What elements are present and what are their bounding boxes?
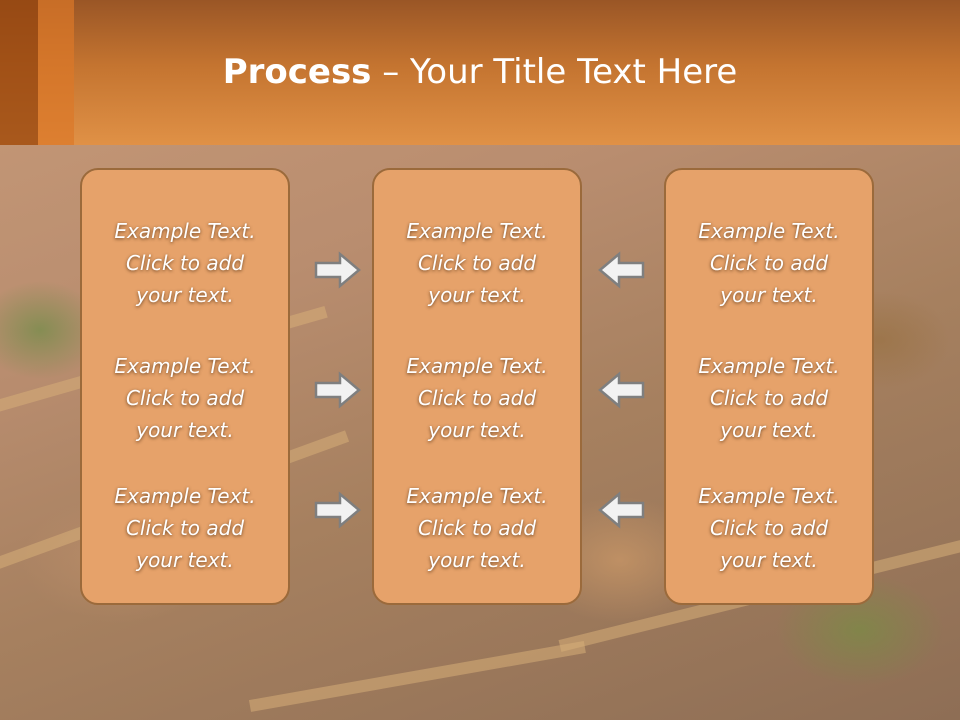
text-block[interactable]: Example Text. Click to add your text. (82, 215, 288, 311)
text-line: Example Text. (406, 354, 548, 378)
header-accent-bar (0, 0, 38, 145)
text-line: Example Text. (114, 484, 256, 508)
text-line: your text. (720, 283, 818, 307)
arrow-left-icon[interactable] (597, 371, 645, 409)
text-line: Example Text. (698, 354, 840, 378)
text-line: Click to add (125, 251, 245, 275)
text-line: Click to add (709, 251, 829, 275)
text-line: Click to add (125, 516, 245, 540)
text-line: Example Text. (406, 484, 548, 508)
arrow-right-icon[interactable] (314, 371, 362, 409)
header-accent-bar (38, 0, 74, 145)
process-box-center[interactable]: Example Text. Click to add your text. Ex… (372, 168, 582, 605)
slide-title[interactable]: Process – Your Title Text Here (0, 52, 960, 92)
text-line: your text. (136, 418, 234, 442)
text-line: your text. (428, 418, 526, 442)
process-box-left[interactable]: Example Text. Click to add your text. Ex… (80, 168, 290, 605)
text-line: your text. (428, 548, 526, 572)
text-line: your text. (720, 418, 818, 442)
text-line: Example Text. (698, 219, 840, 243)
title-bold: Process (222, 52, 372, 92)
text-line: Click to add (125, 386, 245, 410)
text-line: your text. (720, 548, 818, 572)
title-bar: Process – Your Title Text Here (0, 0, 960, 145)
text-block[interactable]: Example Text. Click to add your text. (374, 350, 580, 446)
text-line: Click to add (709, 386, 829, 410)
text-block[interactable]: Example Text. Click to add your text. (666, 350, 872, 446)
arrow-right-icon[interactable] (314, 491, 362, 529)
text-block[interactable]: Example Text. Click to add your text. (82, 480, 288, 576)
text-block[interactable]: Example Text. Click to add your text. (82, 350, 288, 446)
text-line: Click to add (417, 516, 537, 540)
text-line: Click to add (417, 251, 537, 275)
skewer-shape (248, 641, 586, 712)
text-block[interactable]: Example Text. Click to add your text. (666, 215, 872, 311)
text-line: Click to add (709, 516, 829, 540)
arrow-right-icon[interactable] (314, 251, 362, 289)
arrow-left-icon[interactable] (597, 491, 645, 529)
process-box-right[interactable]: Example Text. Click to add your text. Ex… (664, 168, 874, 605)
title-rest: – Your Title Text Here (371, 52, 738, 92)
text-block[interactable]: Example Text. Click to add your text. (374, 480, 580, 576)
text-block[interactable]: Example Text. Click to add your text. (666, 480, 872, 576)
text-block[interactable]: Example Text. Click to add your text. (374, 215, 580, 311)
arrow-left-icon[interactable] (597, 251, 645, 289)
text-line: Example Text. (114, 354, 256, 378)
text-line: your text. (428, 283, 526, 307)
text-line: Example Text. (114, 219, 256, 243)
text-line: Example Text. (406, 219, 548, 243)
text-line: your text. (136, 548, 234, 572)
text-line: Click to add (417, 386, 537, 410)
text-line: Example Text. (698, 484, 840, 508)
text-line: your text. (136, 283, 234, 307)
